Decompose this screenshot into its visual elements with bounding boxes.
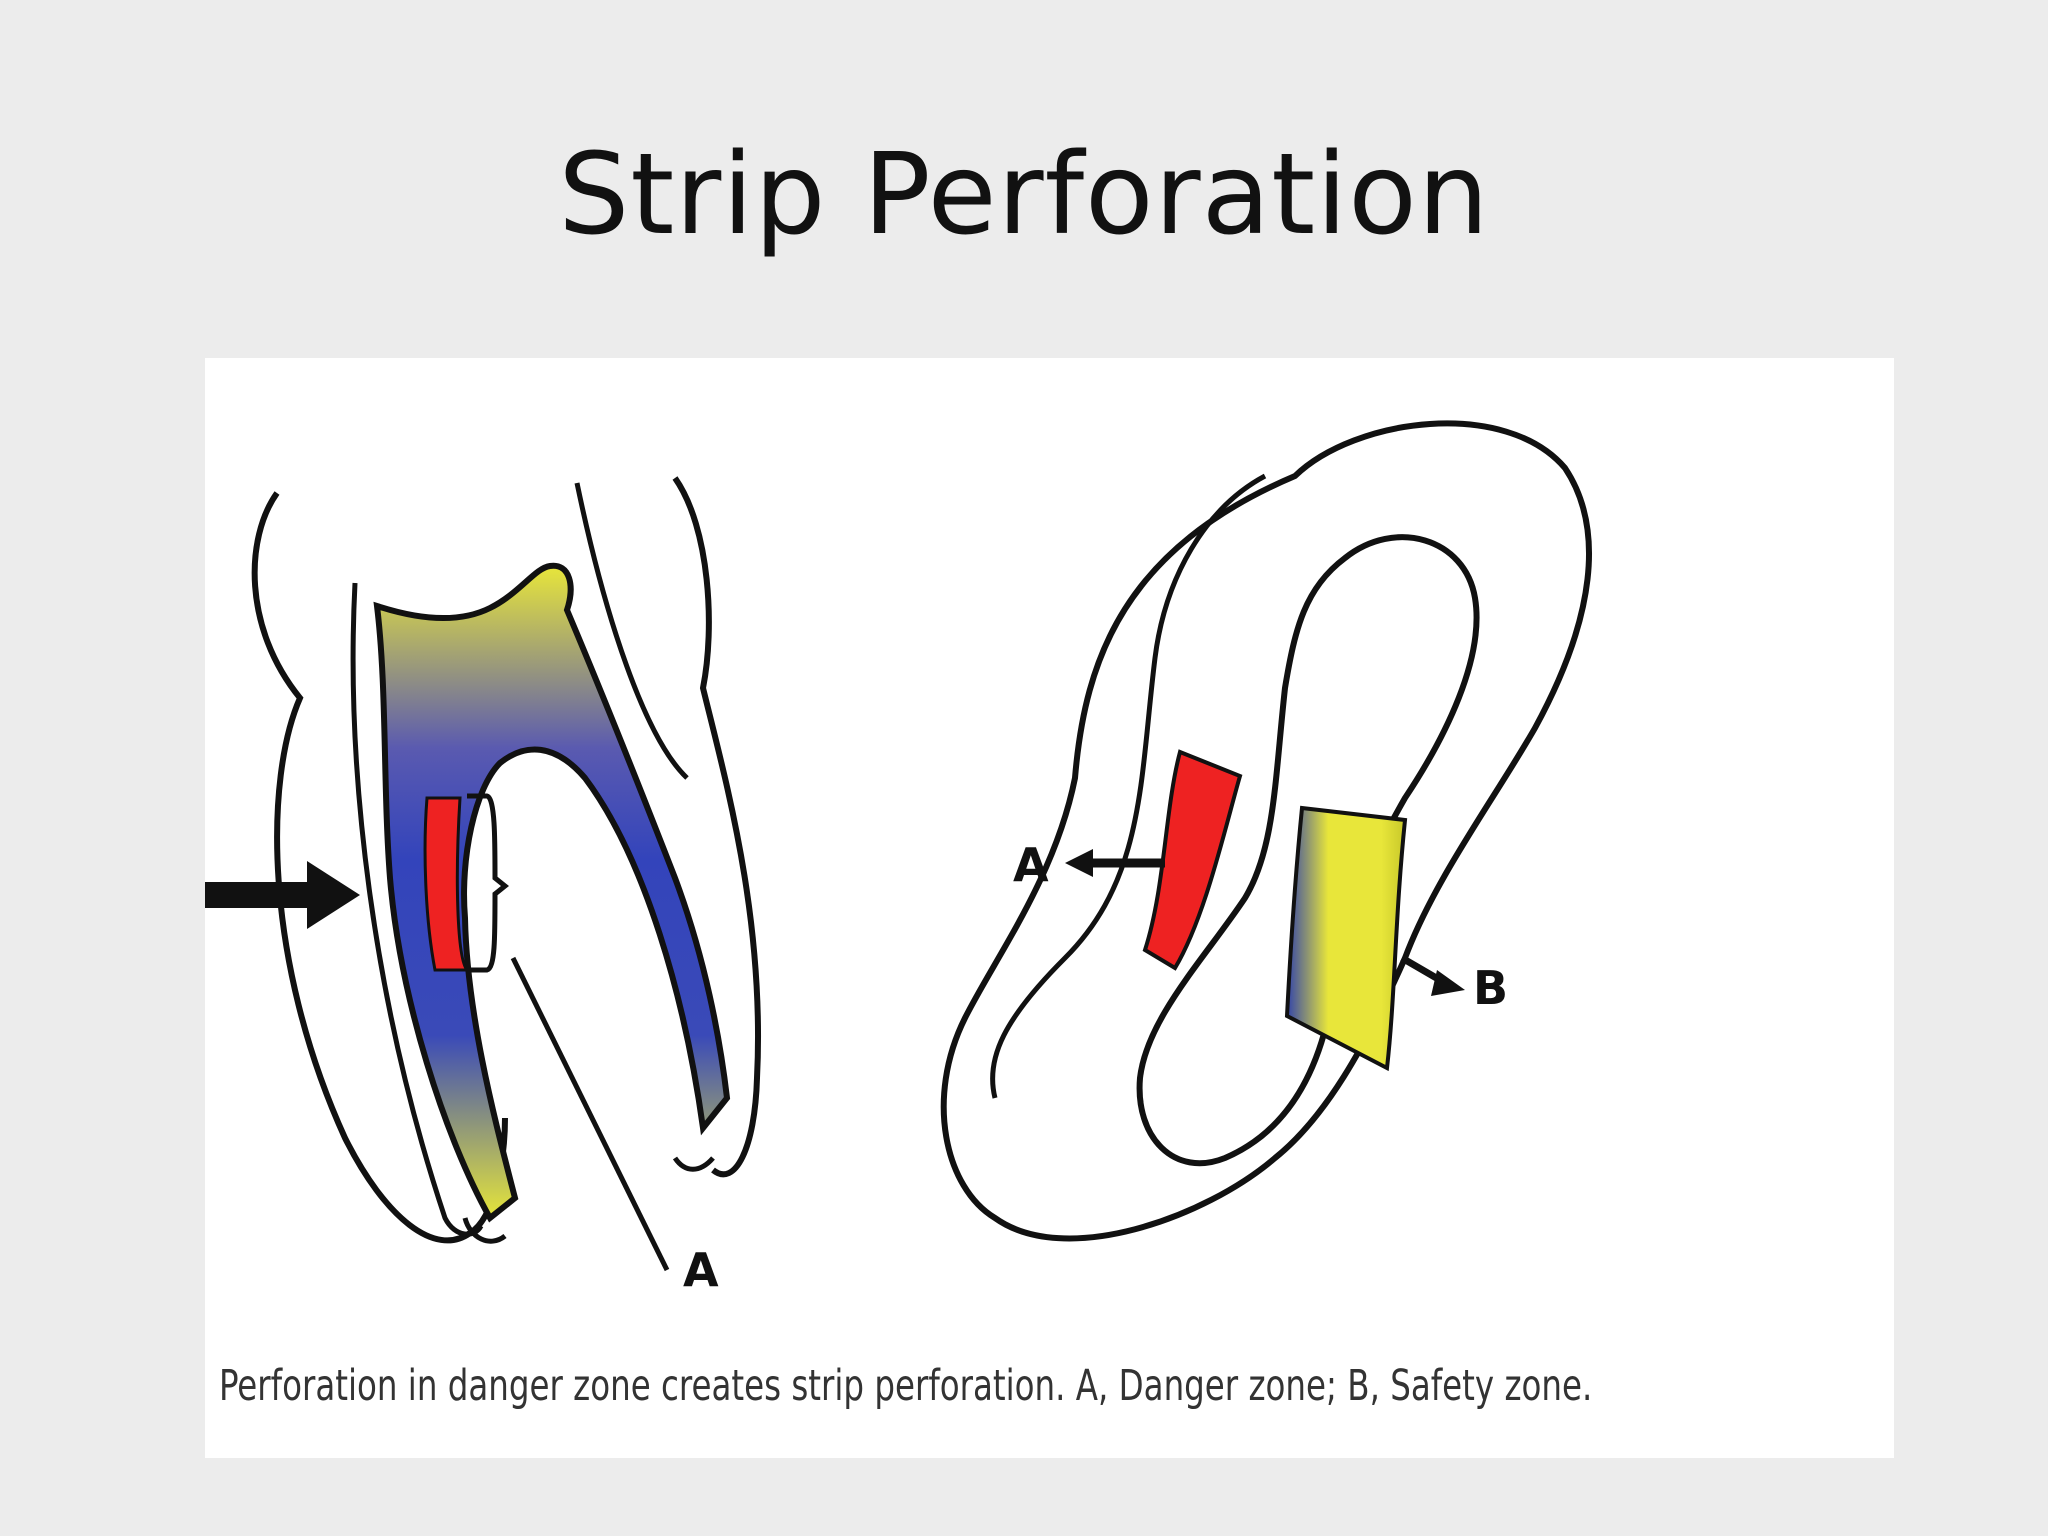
root-tip-distal: [672, 1156, 715, 1172]
arrow-a-right: [1065, 849, 1165, 877]
arrow-b-right: [1400, 954, 1465, 996]
root-tip-mesial: [462, 1217, 507, 1244]
cross-section-inner: [1136, 534, 1480, 1167]
pointer-arrow: [205, 861, 360, 929]
pulp-canal-system: [373, 562, 731, 1223]
label-b-right: B: [1473, 961, 1508, 1015]
label-a-right: A: [1013, 838, 1049, 892]
safety-zone-yellow: [1284, 805, 1408, 1072]
cross-section-diagram: A B: [940, 420, 1592, 1242]
tooth-diagrams: A A B: [205, 420, 1592, 1297]
dentin-line-right: [574, 482, 689, 780]
bracket: [467, 793, 510, 973]
figure-panel: A A B Perf: [205, 358, 1894, 1458]
cross-section-outer: [940, 420, 1592, 1242]
tooth-outer-outline: [251, 491, 508, 1244]
label-a-left: A: [683, 1243, 719, 1297]
danger-zone-red-cross: [1142, 749, 1243, 971]
cross-section-contour: [990, 473, 1267, 1099]
leader-line-a-left: [510, 956, 670, 1272]
dentin-line-left: [350, 582, 484, 1237]
longitudinal-tooth-section: A: [205, 476, 762, 1297]
tooth-outer-outline-right: [672, 476, 762, 1178]
figure-caption: Perforation in danger zone creates strip…: [219, 1361, 1593, 1411]
slide-title: Strip Perforation: [558, 130, 1490, 260]
